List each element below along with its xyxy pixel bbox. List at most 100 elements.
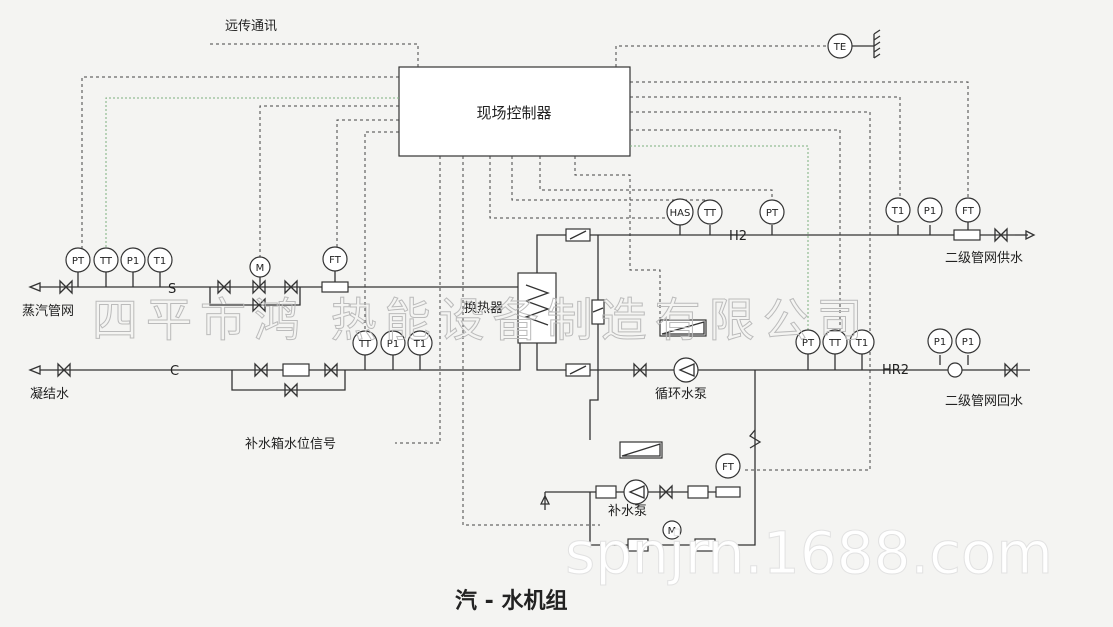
m-label-2: M <box>668 526 677 537</box>
pi-instrument-5 <box>955 328 981 354</box>
supply-label: 二级管网供水 <box>945 251 1023 266</box>
condensate-pipe <box>40 335 521 371</box>
signal-line-tt4 <box>630 129 841 330</box>
ft-instrument-1 <box>322 246 348 272</box>
bypass-pipe <box>209 287 301 306</box>
signal-line-ft3 <box>630 81 969 205</box>
signal-line-makeup <box>462 156 600 526</box>
te-label: TE <box>833 42 846 53</box>
watermark-company: 四平市鸿 热能设备制造有限公司 <box>92 293 871 347</box>
te-signal-line <box>615 45 828 67</box>
return-label: 二级管网回水 <box>945 394 1023 409</box>
steam-valve-3 <box>284 279 298 295</box>
strainer <box>947 362 963 378</box>
heat-exchanger-coil <box>524 284 550 326</box>
ft-label-1: FT <box>329 255 342 266</box>
controller-label: 现场控制器 <box>476 104 551 122</box>
signal-line-ft <box>336 119 399 248</box>
tt-instrument-4 <box>822 329 848 355</box>
m-actuator-2 <box>662 520 682 540</box>
condensate-arrow <box>28 365 41 375</box>
pi-label-5: P1 <box>962 337 974 348</box>
supply-valve <box>994 227 1008 243</box>
ti-instrument-3 <box>885 197 911 223</box>
ti-instrument-1 <box>147 247 173 273</box>
pi-instrument-2 <box>380 330 406 356</box>
makeup-check-1 <box>595 485 617 499</box>
circ-pump <box>673 357 699 383</box>
has-instrument <box>666 198 694 226</box>
diagram-title: 汽 - 水机组 <box>455 588 567 614</box>
has-label: HAS <box>670 208 691 219</box>
heat-exchanger <box>517 272 557 344</box>
remote-comm-label: 远传通讯 <box>225 19 277 34</box>
ti-instrument-4 <box>849 329 875 355</box>
pi-label-2: P1 <box>387 339 399 350</box>
makeup-pump <box>623 479 649 505</box>
pt-instrument-3 <box>759 199 785 225</box>
condensate-label: 凝结水 <box>30 386 69 402</box>
makeup-check-2 <box>687 485 709 499</box>
signal-line-valve <box>574 156 661 330</box>
actuator-wedge <box>661 321 705 335</box>
flow-meter-2 <box>953 229 981 241</box>
return-check-slash <box>569 365 587 375</box>
cond-valve-1 <box>57 362 71 378</box>
tt-instrument-2 <box>352 330 378 356</box>
tt-label-1: TT <box>99 256 113 267</box>
ft-instrument-3 <box>955 197 981 223</box>
makeup-check-3 <box>627 538 649 552</box>
pt-instrument-1 <box>65 247 91 273</box>
h2-label: H2 <box>729 229 747 244</box>
control-valve <box>252 279 266 295</box>
bypass-valve <box>252 297 266 313</box>
flow-meter-1 <box>321 281 349 293</box>
controller-box <box>398 66 631 157</box>
signal-line-tt <box>105 97 399 248</box>
pt-instrument-4 <box>795 329 821 355</box>
makeup-up-arrow <box>539 494 551 505</box>
tank-signal-label: 补水箱水位信号 <box>245 436 336 452</box>
watermark-site: spnjrn.1688.com <box>565 519 1053 587</box>
signal-line-m <box>259 105 399 258</box>
heat-exchanger-label: 换热器 <box>464 301 503 316</box>
tt-instrument-1 <box>93 247 119 273</box>
makeup-pump-arrow <box>628 485 645 499</box>
supply-inst-stems <box>679 225 931 235</box>
pi-instrument-1 <box>120 247 146 273</box>
supply-pipe <box>536 234 1015 273</box>
return-inlet-valve <box>1004 362 1018 378</box>
signal-line-t1 <box>630 96 901 205</box>
steam-valve-1 <box>59 279 73 295</box>
pi-instrument-3 <box>917 197 943 223</box>
circ-pump-label: 循环水泵 <box>655 387 707 402</box>
tt-label-3: TT <box>703 208 717 219</box>
pt-label-3: PT <box>766 208 779 219</box>
supply-arrow <box>1025 229 1036 241</box>
ground-symbol <box>852 29 881 59</box>
m-actuator <box>249 256 271 278</box>
instrument-stems <box>77 262 161 287</box>
makeup-valve <box>659 484 673 500</box>
signal-line-pt3 <box>539 156 773 206</box>
c-label: C <box>170 364 179 379</box>
steam-trap <box>282 363 310 377</box>
m-label: M <box>256 263 265 274</box>
makeup-loop <box>589 370 756 546</box>
bypass-valve-box <box>591 299 605 325</box>
signal-line-pt <box>81 76 399 248</box>
makeup-pump-label: 补水泵 <box>608 504 647 519</box>
supply-check-slash <box>569 230 587 240</box>
tt-instrument-3 <box>697 199 723 225</box>
circ-pump-arrow <box>678 363 695 377</box>
ti-label-1: T1 <box>153 256 166 267</box>
ft-label-3: FT <box>962 206 975 217</box>
signal-line-pt4 <box>630 145 809 330</box>
ti-label-3: T1 <box>891 206 904 217</box>
steam-arrow <box>28 282 41 292</box>
return-pipe <box>536 343 1030 371</box>
flow-meter-3 <box>715 486 741 498</box>
ti-instrument-2 <box>407 330 433 356</box>
